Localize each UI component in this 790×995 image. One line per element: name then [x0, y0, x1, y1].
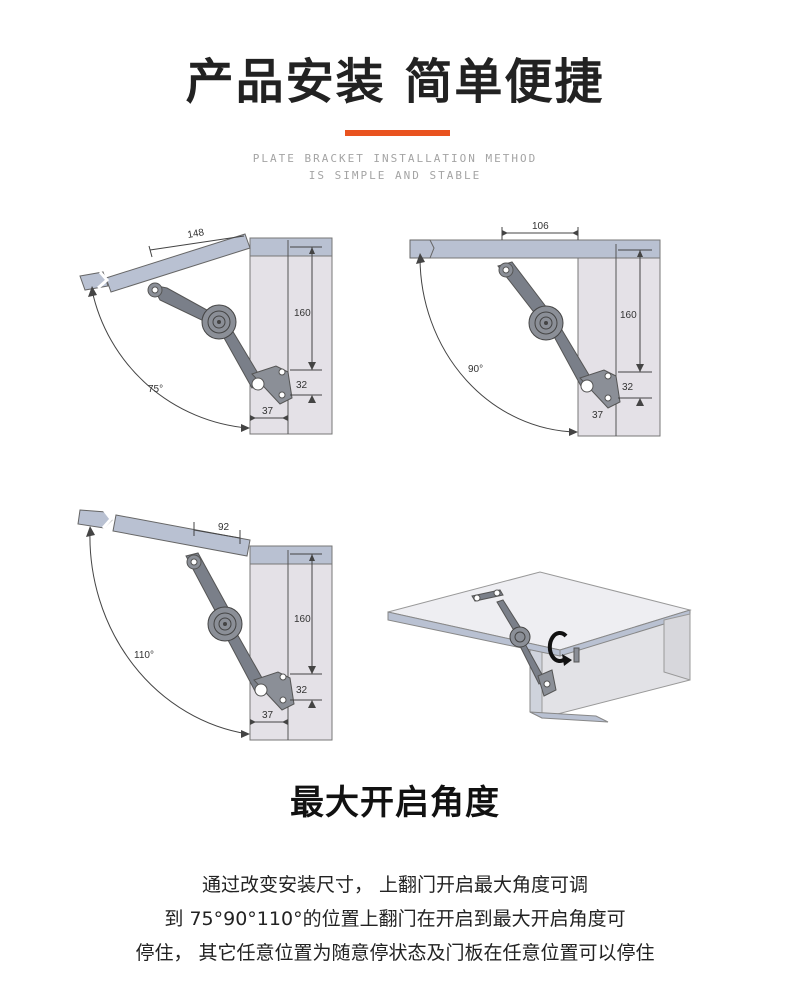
dim-height: 160	[294, 308, 311, 319]
cabinet-side	[577, 239, 661, 437]
dim-top: 92	[218, 522, 230, 533]
diagram-90-degree: 106 160 32 37 90°	[405, 215, 670, 445]
dim-angle: 90°	[468, 364, 483, 375]
section-title: 最大开启角度	[290, 783, 500, 823]
diagram-75-svg: 148 160 32 37 75°	[79, 227, 333, 435]
diagram-90-svg: 106 160 32 37 90°	[409, 221, 661, 437]
dim-height: 160	[294, 614, 311, 625]
dim-angle: 110°	[134, 650, 154, 661]
door-panel	[105, 233, 251, 293]
diagram-perspective	[385, 565, 695, 730]
cabinet-side	[249, 545, 333, 741]
diagram-110-svg: 92 160 32 37 110°	[77, 509, 333, 741]
section-description: 通过改变安装尺寸， 上翻门开启最大角度可调 到 75°90°110°的位置上翻门…	[40, 868, 750, 970]
dim-top: 148	[187, 227, 206, 241]
accent-divider	[345, 130, 450, 136]
page-subtitle: PLATE BRACKET INSTALLATION METHOD IS SIM…	[0, 150, 790, 184]
diagram-75-degree: 148 160 32 37 75°	[70, 220, 350, 445]
dim-offset: 37	[592, 410, 604, 421]
description-line-3: 停住， 其它任意位置为随意停状态及门板在任意位置可以停住	[135, 942, 655, 964]
description-line-2: 到 75°90°110°的位置上翻门在开启到最大开启角度可	[164, 908, 626, 930]
subtitle-line-2: IS SIMPLE AND STABLE	[308, 169, 482, 182]
cabinet-side	[249, 237, 333, 435]
dim-small: 32	[296, 685, 308, 696]
dim-angle: 75°	[148, 384, 163, 395]
diagram-perspective-svg	[387, 571, 692, 723]
page-title: 产品安装 简单便捷	[185, 54, 605, 110]
description-line-1: 通过改变安装尺寸， 上翻门开启最大角度可调	[201, 874, 589, 896]
rotate-arrow-icon	[547, 631, 572, 666]
dim-top: 106	[532, 221, 549, 232]
dim-small: 32	[622, 382, 634, 393]
dim-offset: 37	[262, 406, 274, 417]
subtitle-line-1: PLATE BRACKET INSTALLATION METHOD	[252, 152, 538, 165]
dim-height: 160	[620, 310, 637, 321]
door-panel	[112, 514, 251, 557]
dim-offset: 37	[262, 710, 274, 721]
diagram-110-degree: 92 160 32 37 110°	[70, 505, 340, 745]
door-panel	[429, 239, 661, 259]
dim-small: 32	[296, 380, 308, 391]
